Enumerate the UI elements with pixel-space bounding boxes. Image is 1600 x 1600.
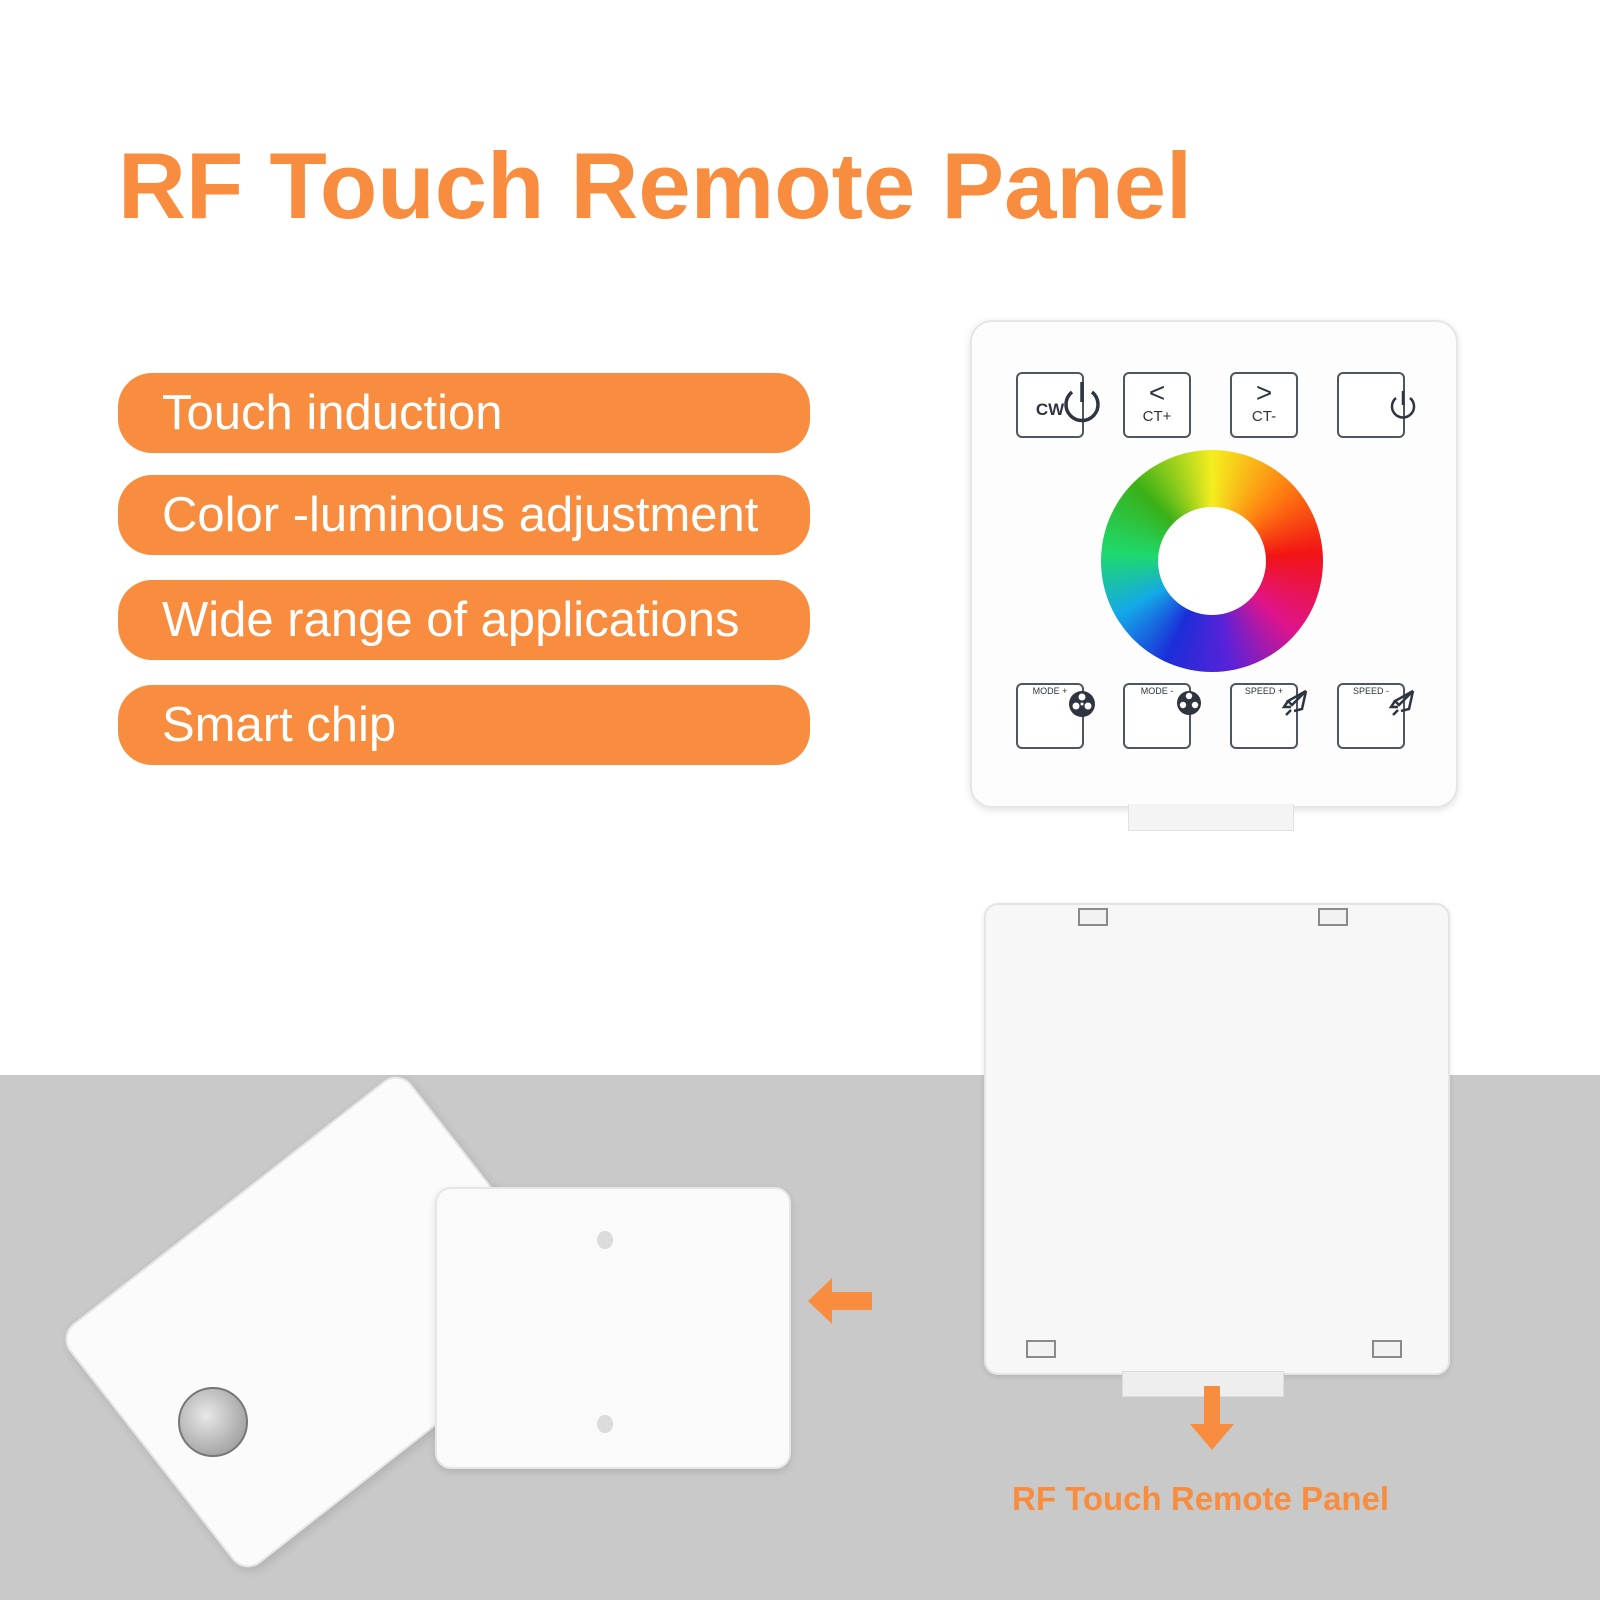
battery-tray-tab [1122, 1371, 1284, 1397]
key-label-ct-plus: CT+ [1142, 408, 1172, 425]
mounting-hole [597, 1231, 613, 1249]
mode-icon [1069, 691, 1095, 717]
page-title: RF Touch Remote Panel [118, 133, 1193, 238]
power-cw-icon [1064, 382, 1100, 423]
feature-touch-induction: Touch induction [118, 373, 810, 453]
arrow-down-icon [1190, 1386, 1234, 1450]
key-label-mode-minus: MODE - [1140, 686, 1174, 696]
panel-open-back-plate [435, 1187, 791, 1469]
back-clip [1318, 908, 1348, 926]
panel-bottom-tab [1128, 804, 1294, 831]
rocket-icon [1281, 689, 1308, 716]
mode-minus-key[interactable]: MODE - [1123, 683, 1201, 749]
key-label-cw: CW [1035, 400, 1065, 419]
color-wheel-center [1158, 507, 1266, 615]
chevron-left-icon: < [1148, 377, 1166, 408]
chevron-right-icon: > [1255, 377, 1273, 408]
coin-battery [178, 1387, 248, 1457]
key-label-mode-plus: MODE + [1032, 686, 1068, 696]
ct-minus-key[interactable]: > CT- [1230, 372, 1298, 438]
key-label-speed-minus: SPEED - [1352, 686, 1389, 696]
back-clip [1078, 908, 1108, 926]
power-icon [1390, 391, 1416, 419]
speed-plus-key[interactable]: SPEED + [1230, 683, 1308, 749]
mounting-hole [597, 1415, 613, 1433]
rocket-icon [1388, 689, 1415, 716]
cw-power-key[interactable]: CW [1016, 372, 1100, 438]
mode-plus-key[interactable]: MODE + [1016, 683, 1095, 749]
back-clip [1026, 1340, 1056, 1358]
mode-icon [1177, 691, 1201, 715]
feature-color-adjustment: Color -luminous adjustment [118, 475, 810, 555]
panel-back-view [984, 903, 1450, 1375]
key-label-ct-minus: CT- [1251, 408, 1277, 425]
feature-applications: Wide range of applications [118, 580, 810, 660]
caption: RF Touch Remote Panel [1012, 1480, 1390, 1517]
color-wheel[interactable] [1101, 450, 1323, 672]
feature-smart-chip: Smart chip [118, 685, 810, 765]
speed-minus-key[interactable]: SPEED - [1337, 683, 1415, 749]
ct-plus-key[interactable]: < CT+ [1123, 372, 1191, 438]
power-key[interactable] [1337, 372, 1416, 438]
back-clip [1372, 1340, 1402, 1358]
key-label-speed-plus: SPEED + [1244, 686, 1284, 696]
arrow-left-icon [808, 1278, 872, 1324]
